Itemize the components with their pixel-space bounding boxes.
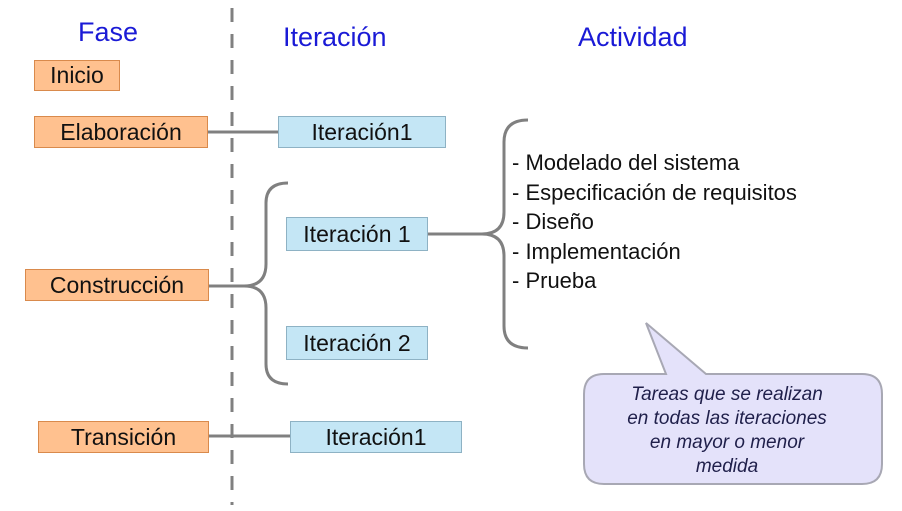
note-line: en todas las iteraciones xyxy=(627,408,827,429)
iteration-construccion-2: Iteración 2 xyxy=(286,326,428,360)
phase-elaboracion: Elaboración xyxy=(34,116,208,148)
note-line: medida xyxy=(695,456,759,477)
phase-construccion: Construcción xyxy=(25,269,209,301)
header-iteration: Iteración xyxy=(283,22,387,52)
note-line: en mayor o menor xyxy=(649,432,805,453)
activity-item: - Prueba xyxy=(512,268,597,293)
activity-item: - Especificación de requisitos xyxy=(512,179,797,205)
header-activity: Actividad xyxy=(578,22,688,52)
brace-activities xyxy=(481,118,529,350)
brace-construccion-iterations xyxy=(243,181,289,386)
phase-transicion: Transición xyxy=(38,421,209,453)
activity-item: - Modelado del sistema xyxy=(512,150,740,175)
note-line: Tareas que se realizan xyxy=(631,384,823,405)
activity-list: - Modelado del sistema - Especificación … xyxy=(512,148,797,296)
iteration-construccion-1: Iteración 1 xyxy=(286,217,428,251)
iteration-elaboracion: Iteración1 xyxy=(278,116,446,148)
iteration-transicion: Iteración1 xyxy=(290,421,462,453)
header-phase: Fase xyxy=(78,17,139,47)
callout-bubble xyxy=(583,322,883,485)
callout-note-text: Tareas que se realizan en todas las iter… xyxy=(594,383,860,479)
activity-item: - Diseño xyxy=(512,209,594,234)
phase-inicio: Inicio xyxy=(34,60,120,91)
activity-item: - Implementación xyxy=(512,238,681,264)
